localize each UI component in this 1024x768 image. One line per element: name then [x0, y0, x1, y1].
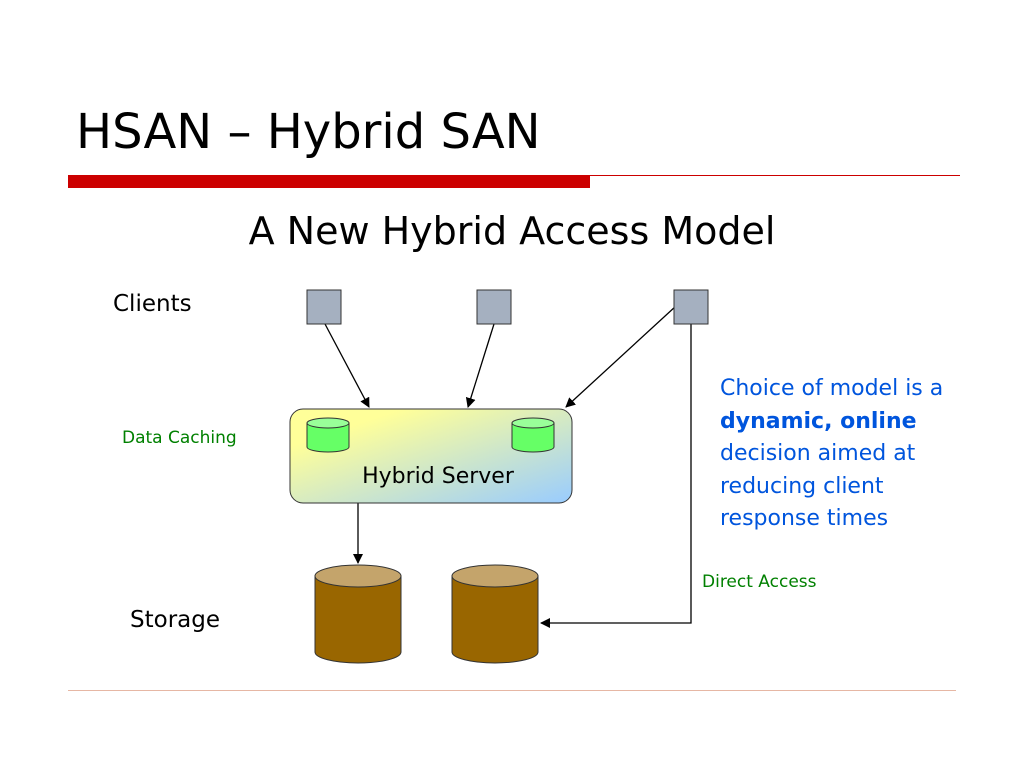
model-choice-note: Choice of model is a dynamic, online dec… — [720, 373, 1010, 536]
note-line-3: decision aimed at — [720, 441, 916, 466]
slide-subtitle: A New Hybrid Access Model — [248, 209, 776, 253]
client-1-icon — [306, 289, 342, 325]
client-3-icon — [673, 289, 709, 325]
cache-2-icon — [511, 417, 555, 453]
cache-1-icon — [306, 417, 350, 453]
data-caching-label: Data Caching — [122, 428, 237, 448]
note-emphasis: dynamic, online — [720, 408, 917, 434]
direct-access-label: Direct Access — [702, 572, 817, 592]
hybrid-server-box — [289, 408, 573, 504]
note-line-4: reducing client — [720, 473, 884, 499]
hybrid-server-label: Hybrid Server — [362, 464, 515, 489]
clients-label: Clients — [113, 291, 192, 317]
storage-2-icon — [451, 564, 539, 664]
title-underline-thick — [68, 175, 590, 188]
direct-access-arrow — [540, 324, 692, 628]
slide-title: HSAN – Hybrid SAN — [76, 104, 541, 160]
note-line-5: response times — [720, 506, 889, 531]
note-line-1: Choice of model is a — [720, 376, 944, 401]
client-2-arrow — [465, 323, 495, 408]
client-1-arrow — [324, 323, 370, 408]
footer-divider — [68, 690, 956, 691]
title-underline-thin — [590, 175, 960, 176]
storage-label: Storage — [130, 607, 220, 633]
storage-1-icon — [314, 564, 402, 664]
client-3-arrow — [565, 305, 677, 408]
client-2-icon — [476, 289, 512, 325]
